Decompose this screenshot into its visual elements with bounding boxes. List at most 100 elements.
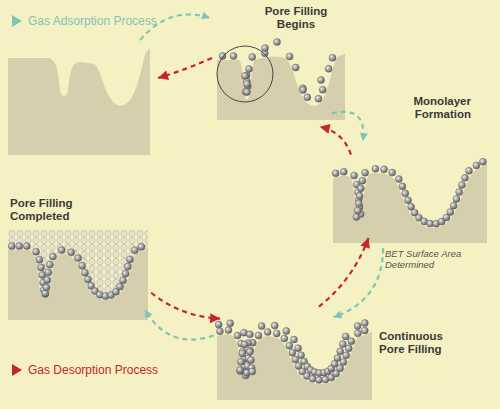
gas-molecule xyxy=(295,345,302,352)
gas-molecule xyxy=(36,256,43,263)
gas-molecule xyxy=(405,197,412,204)
stage-panel: Pore Filling Completed xyxy=(8,230,148,320)
pore-surface xyxy=(217,312,372,400)
adsorbed-layer xyxy=(219,39,336,103)
gas-molecule xyxy=(215,321,222,328)
legend-text: Gas Adsorption Process xyxy=(28,14,157,28)
gas-molecule xyxy=(332,170,339,177)
gas-molecule xyxy=(49,253,56,260)
desorption-arrow xyxy=(320,127,351,155)
gas-molecule xyxy=(348,338,355,345)
gas-molecule xyxy=(283,327,290,334)
gas-molecule xyxy=(290,336,297,343)
gas-molecule xyxy=(286,53,293,60)
gas-molecule xyxy=(239,350,246,357)
gas-molecule xyxy=(42,291,49,298)
gas-molecule xyxy=(389,169,396,176)
gas-molecule xyxy=(353,213,360,220)
legend-swatch-box xyxy=(12,15,22,27)
gas-molecule xyxy=(82,269,89,276)
gas-molecule xyxy=(359,177,366,184)
gas-molecule xyxy=(334,354,341,361)
stage-note: BET Surface Area Determined xyxy=(385,248,475,270)
gas-molecule xyxy=(234,332,241,339)
gas-molecule xyxy=(300,87,307,94)
gas-molecule xyxy=(262,45,269,52)
porous-solid xyxy=(217,332,372,400)
gas-molecule xyxy=(216,328,223,335)
arrow-head xyxy=(201,12,210,20)
gas-molecule xyxy=(237,367,244,374)
gas-molecule xyxy=(298,352,305,359)
gas-molecule xyxy=(33,248,40,255)
gas-molecule xyxy=(274,39,281,46)
gas-molecule xyxy=(264,329,271,336)
gas-molecule xyxy=(461,174,468,181)
arrow-head xyxy=(145,310,152,319)
legend-swatch-box xyxy=(12,364,22,376)
gas-molecule xyxy=(38,264,45,271)
gas-molecule xyxy=(286,342,293,349)
stage-panel: Continuous Pore Filling xyxy=(217,312,372,400)
gas-molecule xyxy=(402,190,409,197)
gas-molecule xyxy=(447,208,454,215)
stage-heading: Pore Filling Completed xyxy=(10,197,94,223)
gas-molecule xyxy=(122,270,129,277)
gas-molecule xyxy=(242,73,249,80)
pore-surface xyxy=(217,40,345,120)
gas-molecule xyxy=(315,376,322,383)
gas-molecule xyxy=(249,368,256,375)
porous-solid xyxy=(333,164,487,243)
gas-molecule xyxy=(124,263,131,270)
gas-molecule xyxy=(354,322,361,329)
gas-molecule xyxy=(58,247,65,254)
adsorbed-layer xyxy=(215,320,368,384)
gas-molecule xyxy=(225,327,232,334)
gas-molecule xyxy=(237,367,244,374)
legend-item: Gas Adsorption Process xyxy=(12,14,157,28)
pore-surface xyxy=(8,230,148,320)
gas-molecule xyxy=(289,349,296,356)
arrow-head xyxy=(333,311,342,319)
gas-molecule xyxy=(68,249,75,256)
gas-molecule xyxy=(219,53,226,60)
desorption-arrow xyxy=(319,238,369,307)
legend-item: Gas Desorption Process xyxy=(12,363,158,377)
gas-molecule xyxy=(354,207,361,214)
gas-molecule xyxy=(116,283,123,290)
gas-molecule xyxy=(453,195,460,202)
gas-molecule xyxy=(46,261,53,268)
gas-molecule xyxy=(450,202,457,209)
gas-molecule xyxy=(246,348,253,355)
gas-molecule xyxy=(318,77,325,84)
gas-molecule xyxy=(23,243,30,250)
gas-molecule xyxy=(381,166,388,173)
gas-molecule xyxy=(355,200,362,207)
gas-molecule xyxy=(131,247,138,254)
gas-molecule xyxy=(244,89,251,96)
gas-molecule xyxy=(329,54,336,61)
gas-molecule xyxy=(479,158,486,165)
gas-molecule xyxy=(44,276,51,283)
gas-molecule xyxy=(281,335,288,342)
adsorption-arrow xyxy=(333,248,383,317)
stage-heading: Continuous Pore Filling xyxy=(379,330,459,356)
gas-molecule xyxy=(342,333,349,340)
pore-surface xyxy=(333,148,487,243)
gas-molecule xyxy=(362,169,369,176)
gas-molecule xyxy=(356,192,363,199)
gas-molecule xyxy=(340,358,347,365)
gas-molecule xyxy=(246,331,253,338)
gas-molecule xyxy=(241,341,248,348)
bare-surface-panel xyxy=(8,48,150,155)
gas-molecule xyxy=(246,66,253,73)
gas-molecule xyxy=(45,269,52,276)
gas-molecule xyxy=(372,165,379,172)
adsorbed-layer xyxy=(332,158,486,227)
legend-swatch xyxy=(12,15,22,27)
arrow-head xyxy=(210,313,220,323)
gas-molecule xyxy=(8,243,15,250)
adsorption-arrow xyxy=(332,112,364,142)
gas-molecule xyxy=(357,185,364,192)
